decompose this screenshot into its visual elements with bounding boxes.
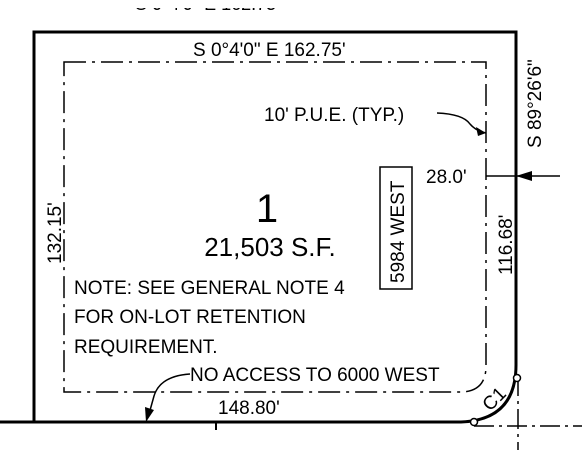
lot-number: 1	[256, 187, 278, 231]
pue-leader-arrow	[476, 127, 486, 136]
pue-label: 10' P.U.E. (TYP.)	[264, 105, 404, 126]
no-access-arrow	[145, 407, 154, 422]
no-access-leader-line	[148, 373, 191, 415]
bottom-distance: 148.80'	[218, 398, 280, 419]
lot-address: 5984 WEST	[388, 180, 409, 283]
note-line-2: FOR ON-LOT RETENTION	[74, 307, 306, 328]
lot-area: 21,503 S.F.	[204, 232, 336, 262]
note-line-3: REQUIREMENT.	[74, 337, 218, 358]
address-box	[379, 166, 413, 290]
right-bearing: S 89°26'6"	[525, 59, 546, 148]
lot-boundary	[32, 30, 518, 424]
curve-point-start	[512, 373, 522, 383]
note-line-1: NOTE: SEE GENERAL NOTE 4	[74, 278, 345, 299]
top-bearing: S 0°4'0" E 162.75'	[193, 40, 346, 61]
curve-label: C1	[479, 384, 511, 416]
pue-easement-line	[63, 61, 487, 393]
setback-arrow	[516, 171, 532, 181]
setback-distance: 28.0'	[426, 167, 467, 188]
no-access-label: NO ACCESS TO 6000 WEST	[190, 365, 440, 386]
left-distance: 132.15'	[45, 202, 66, 264]
curve-point-end	[469, 417, 479, 427]
right-inner-distance: 116.68'	[496, 215, 517, 275]
